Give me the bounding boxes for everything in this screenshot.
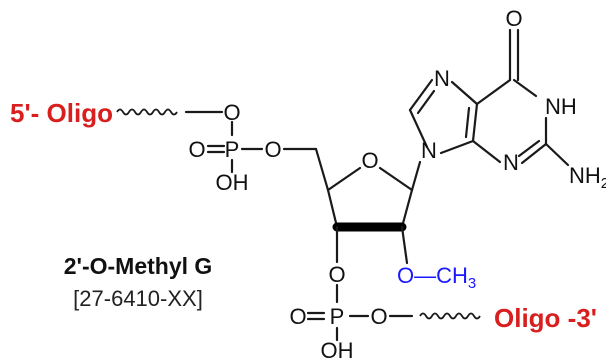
- atom-o-3prime-ester: O: [370, 304, 387, 329]
- wavy-linker-5prime: [116, 108, 178, 116]
- atom-o-5prime-ester: O: [264, 137, 281, 162]
- atom-labels: O O P O OH O N N N NH O NH2 O O P O OH O…: [188, 6, 606, 362]
- bond-n7-c5: [450, 80, 479, 106]
- atom-o-phosphate1-double: O: [188, 137, 205, 162]
- atom-oh-phosphate2: OH: [321, 338, 354, 362]
- bond-c8-n7-dbl: [416, 89, 436, 115]
- atom-n7: N: [434, 66, 450, 91]
- three-prime-oligo-label: Oligo -3': [494, 303, 597, 333]
- bond-c5-c4-dbl: [464, 106, 471, 139]
- atom-nh2: NH2: [569, 163, 606, 192]
- bond-c2-o-methyl: [400, 225, 409, 265]
- atom-o-ring: O: [361, 148, 378, 173]
- bond-c1-n9: [410, 160, 422, 192]
- wavy-linker-3prime: [419, 312, 481, 320]
- catalog-number: [27-6410-XX]: [73, 286, 203, 311]
- bond-c5-c6: [475, 78, 512, 106]
- bond-c4-c3: [326, 188, 339, 229]
- methyl-group-label: O—CH3: [397, 263, 476, 292]
- bond-c1-c2: [400, 188, 414, 229]
- bond-c4-o4: [326, 166, 362, 192]
- bond-c2-nh2: [544, 142, 570, 167]
- atom-p-phosphate2: P: [330, 304, 345, 329]
- bond-c2-n3: [520, 142, 548, 165]
- atom-o6: O: [505, 6, 522, 31]
- bond-c6-n1: [512, 78, 538, 98]
- atom-o-3prime: O: [328, 262, 345, 287]
- bond-o4-c1: [378, 166, 414, 192]
- bond-c8-n7: [408, 78, 434, 112]
- compound-name: 2'-O-Methyl G: [64, 253, 213, 279]
- text-labels: 5'- Oligo Oligo -3' 2'-O-Methyl G [27-64…: [10, 98, 597, 333]
- atom-nh-n1: NH: [545, 94, 577, 119]
- bonds: [116, 28, 570, 342]
- atom-oh-phosphate1: OH: [216, 170, 249, 195]
- bond-c2-n3-dbl: [517, 139, 541, 158]
- bond-c5-c4: [314, 147, 330, 192]
- five-prime-oligo-label: 5'- Oligo: [10, 98, 113, 128]
- atom-o-5prime: O: [223, 100, 240, 125]
- bond-c4-n9: [439, 139, 475, 155]
- bond-n9-c8: [408, 108, 429, 149]
- bond-c5-c4: [471, 102, 479, 143]
- atom-n9: N: [421, 138, 437, 163]
- bond-n3-c4: [471, 139, 502, 164]
- atom-n3: N: [503, 150, 519, 175]
- atom-p-phosphate1: P: [225, 137, 240, 162]
- atom-o-phosphate2-double: O: [289, 304, 306, 329]
